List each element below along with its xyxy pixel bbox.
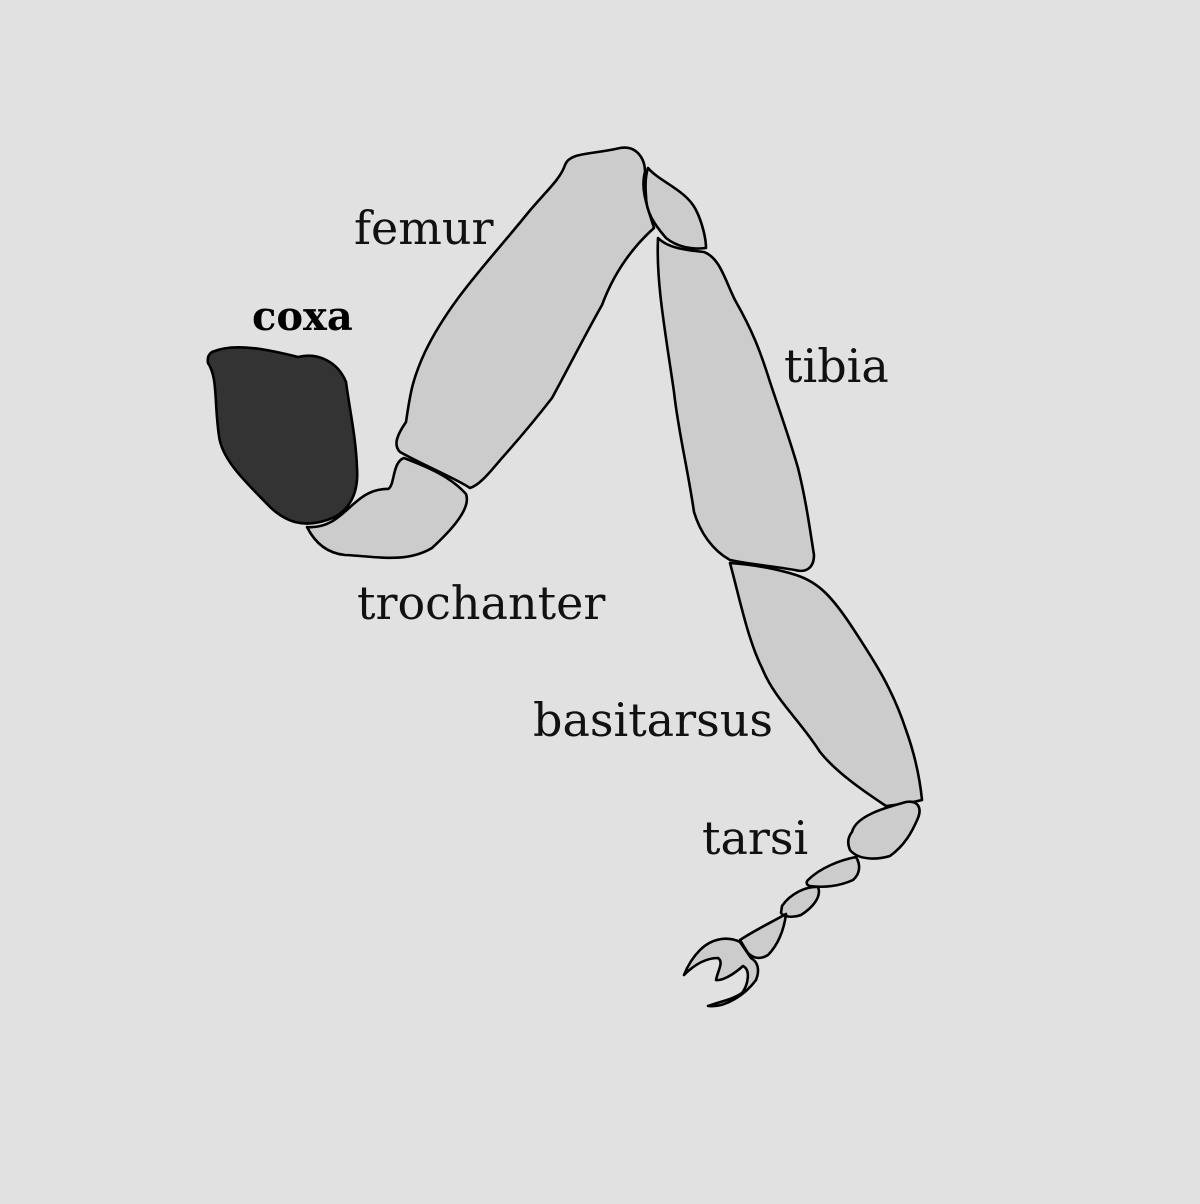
tibia-segment	[656, 236, 816, 573]
label-trochanter: trochanter	[357, 576, 605, 630]
tarsus-1-segment	[846, 800, 921, 860]
tarsus-4-segment	[738, 912, 788, 960]
claws	[682, 937, 760, 1008]
tarsus-2-segment	[805, 855, 861, 889]
tarsus-3-segment	[779, 885, 821, 919]
coxa-segment	[206, 346, 359, 525]
label-tibia: tibia	[784, 339, 889, 393]
label-femur: femur	[354, 201, 493, 255]
label-coxa: coxa	[252, 293, 353, 340]
label-tarsi: tarsi	[702, 811, 808, 865]
patella-segment	[644, 166, 708, 250]
trochanter-segment	[305, 456, 469, 560]
label-basitarsus: basitarsus	[533, 693, 773, 747]
femur-segment	[395, 146, 656, 490]
basitarsus-segment	[728, 561, 924, 808]
